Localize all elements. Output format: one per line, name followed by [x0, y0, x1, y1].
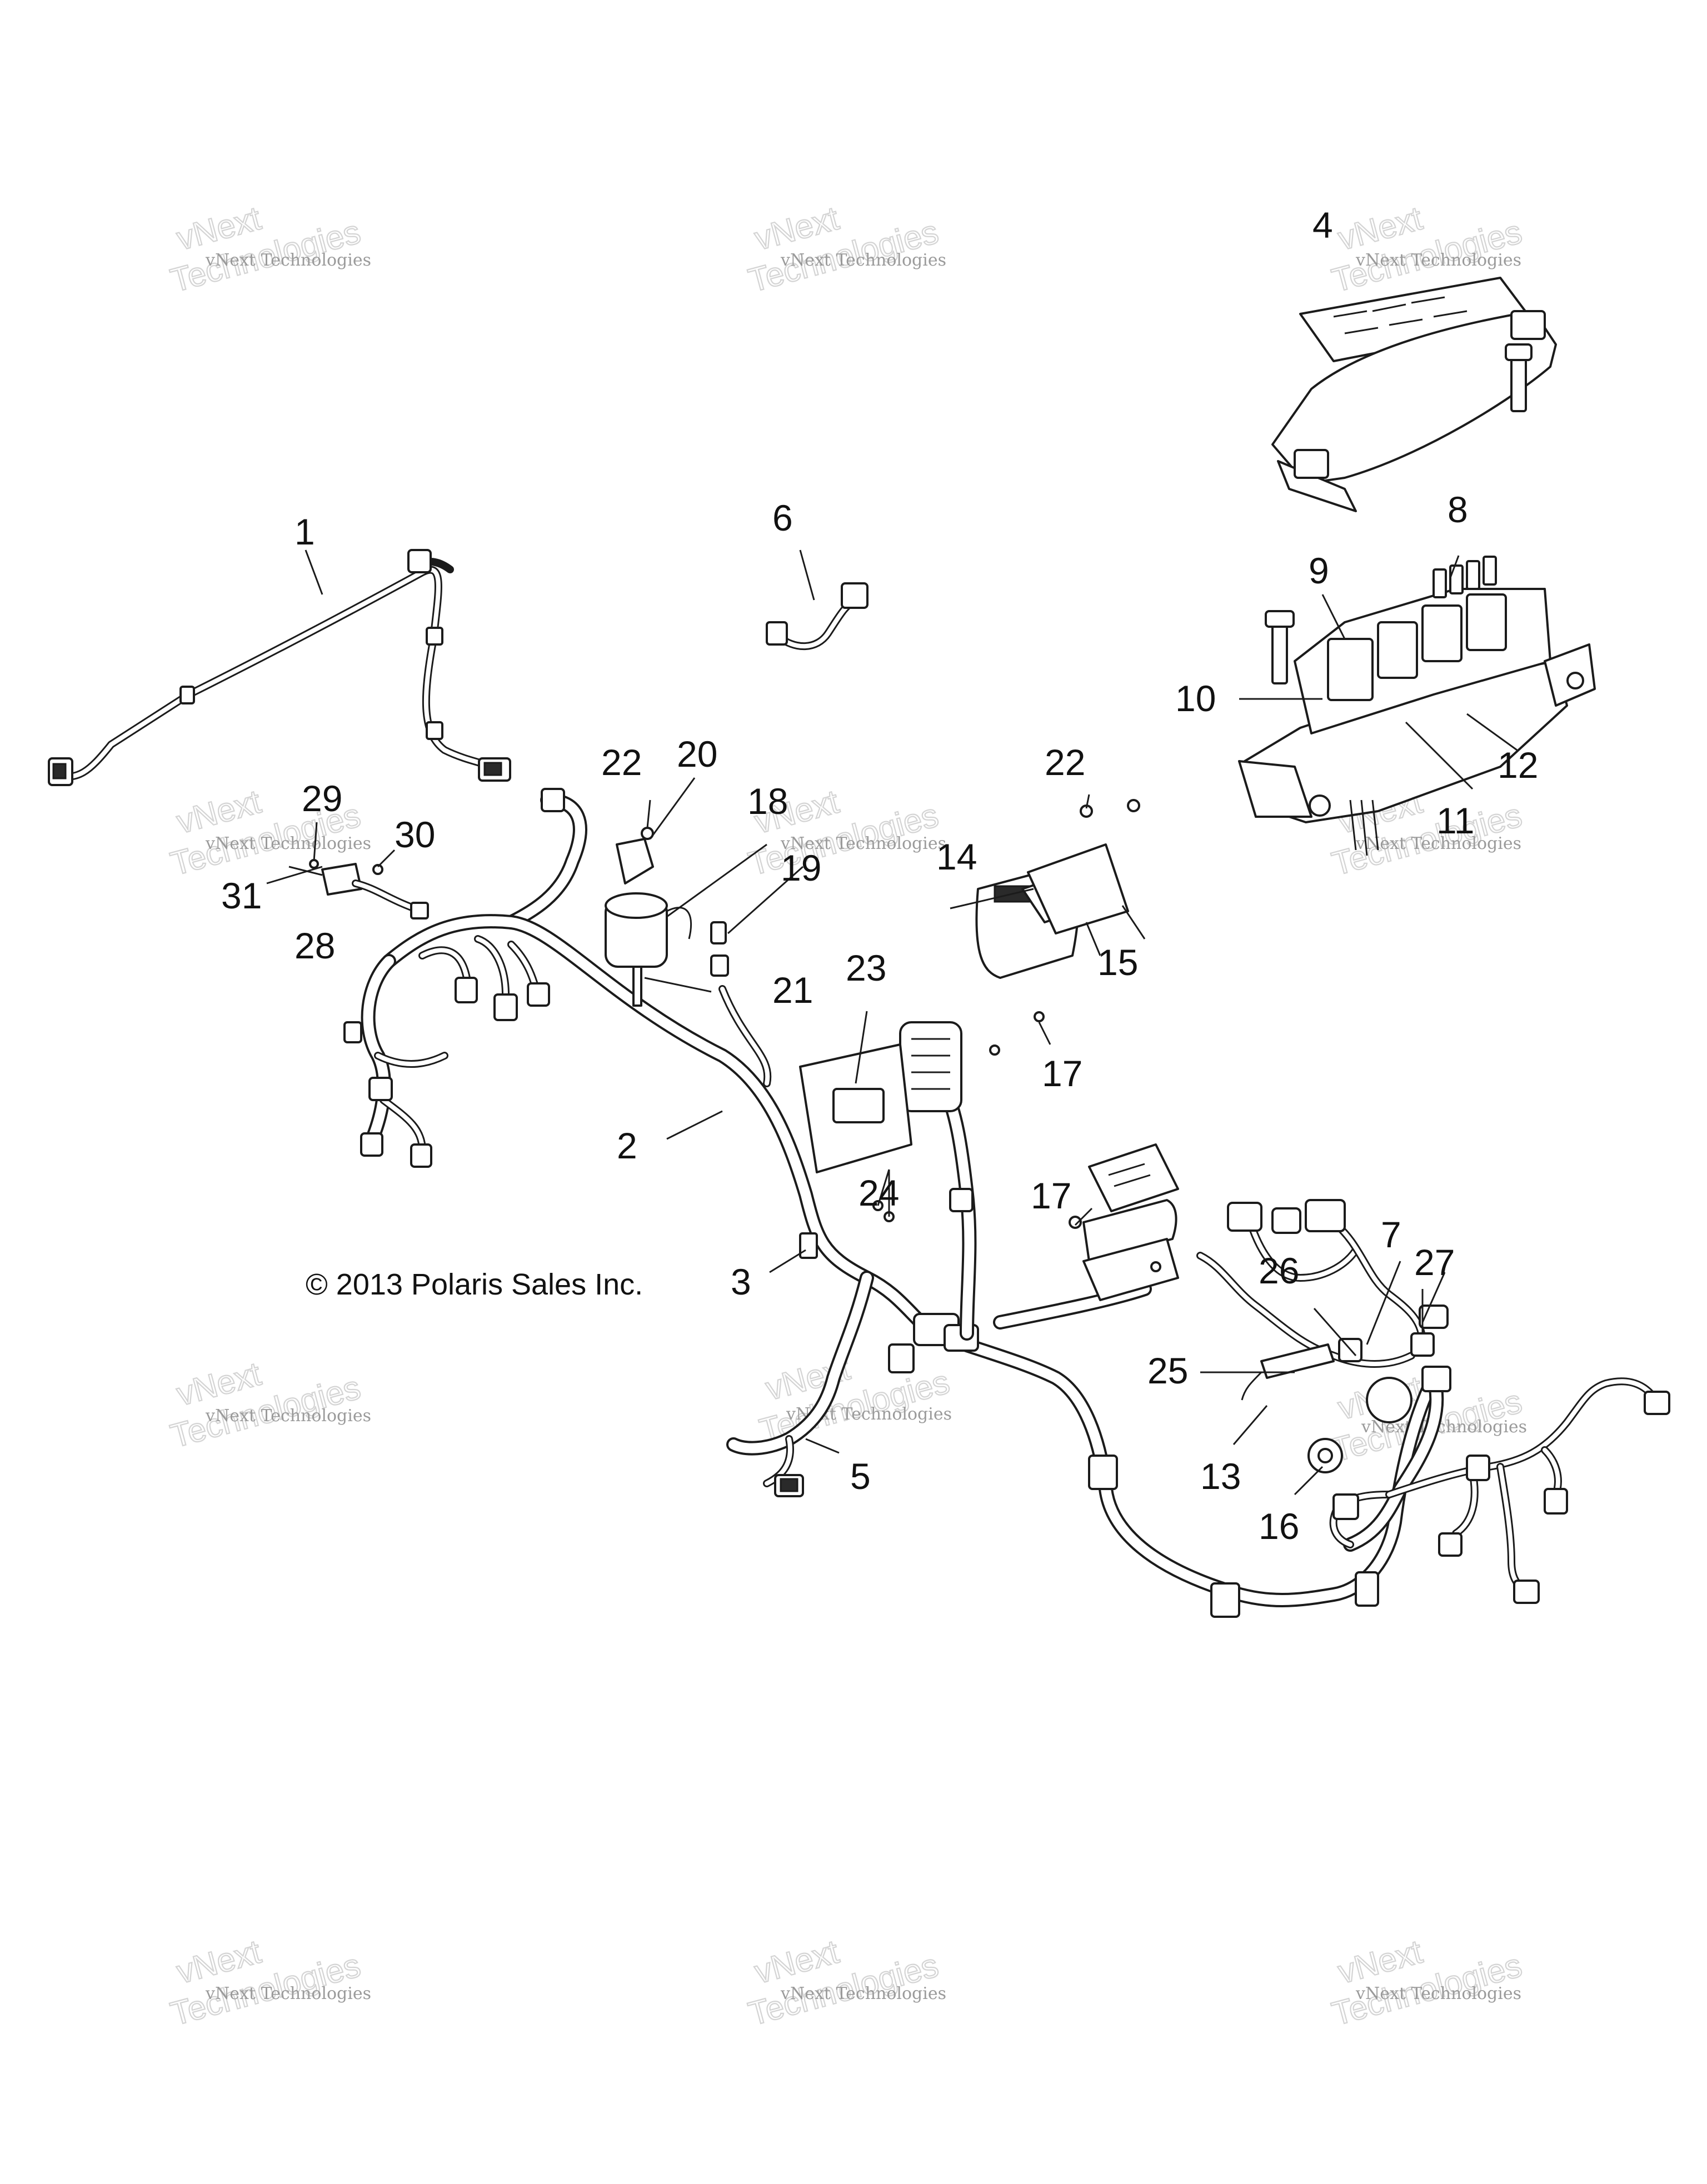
callout-10: 10	[1175, 678, 1216, 719]
watermark-bottom-right: vNext Technologies	[1327, 1932, 1526, 2033]
watermark-text: vNext Technologies	[1355, 834, 1521, 853]
callout-9: 9	[1309, 550, 1329, 591]
bracket-part-28	[309, 859, 429, 919]
watermark-lower-left: vNext Technologies	[166, 1355, 365, 1456]
harness-part-2-main	[343, 788, 1670, 1618]
watermark-top-left: vNext Technologies	[166, 199, 365, 300]
watermark-text: vNext Technologies	[205, 834, 371, 853]
ground-cluster	[1241, 1305, 1449, 1473]
callout-8: 8	[1448, 489, 1468, 530]
callout-29: 29	[302, 778, 342, 819]
callout-1: 1	[295, 511, 315, 552]
callout-17: 17	[1042, 1053, 1082, 1094]
callout-6: 6	[772, 497, 793, 538]
watermark-text: vNext Technologies	[205, 251, 371, 270]
callout-23: 23	[846, 947, 886, 988]
callout-labels: 1 2 3 4 5 6 7 8 9 10 11 12 13 14 15 16 1…	[221, 204, 1538, 1547]
watermark-top-center: vNext Technologies	[744, 199, 943, 300]
callout-5: 5	[850, 1456, 871, 1497]
callout-14: 14	[936, 836, 977, 877]
callout-31: 31	[221, 875, 262, 916]
callout-2: 2	[617, 1125, 637, 1166]
fuse-box-assembly	[1238, 277, 1596, 856]
harness-part-1	[48, 549, 511, 786]
watermark-text: vNext Technologies	[205, 1984, 371, 2003]
watermark-text: vNext Technologies	[1355, 251, 1521, 270]
relay-assembly-18	[605, 827, 729, 1007]
callout-7: 7	[1381, 1214, 1401, 1255]
callout-22-second: 22	[1045, 742, 1085, 783]
callout-4: 4	[1312, 204, 1333, 246]
pigtail-part-6	[766, 582, 869, 651]
callout-11: 11	[1436, 800, 1475, 841]
fuse-block-17	[1069, 1143, 1179, 1301]
callout-22: 22	[601, 742, 642, 783]
leader-lines	[266, 549, 1518, 1496]
callout-27: 27	[1414, 1242, 1455, 1283]
callout-24: 24	[859, 1172, 899, 1213]
watermark-text: vNext Technologies	[205, 1406, 371, 1426]
callout-18: 18	[747, 781, 788, 822]
copyright-notice: © 2013 Polaris Sales Inc.	[306, 1268, 643, 1301]
watermark-bottom-center: vNext Technologies	[744, 1932, 943, 2033]
callout-15: 15	[1097, 942, 1138, 983]
module-part-14	[975, 799, 1140, 1056]
callout-20: 20	[677, 733, 717, 774]
watermark-bottom-left: vNext Technologies	[166, 1932, 365, 2033]
callout-25: 25	[1147, 1350, 1188, 1391]
watermark-text: vNext Technologies	[780, 251, 946, 270]
callout-3: 3	[731, 1261, 751, 1302]
watermark-text: vNext Technologies	[780, 1984, 946, 2003]
callout-21: 21	[772, 969, 813, 1011]
callout-12: 12	[1498, 744, 1538, 786]
callout-13: 13	[1200, 1456, 1241, 1497]
callout-28: 28	[295, 925, 335, 966]
callout-26: 26	[1259, 1250, 1299, 1291]
callout-16: 16	[1259, 1506, 1299, 1547]
callout-19: 19	[781, 847, 821, 888]
watermark-text: vNext Technologies	[780, 834, 946, 853]
watermark-text: vNext Technologies	[1355, 1984, 1521, 2003]
callout-17-second: 17	[1031, 1175, 1071, 1216]
callout-30: 30	[395, 814, 435, 855]
